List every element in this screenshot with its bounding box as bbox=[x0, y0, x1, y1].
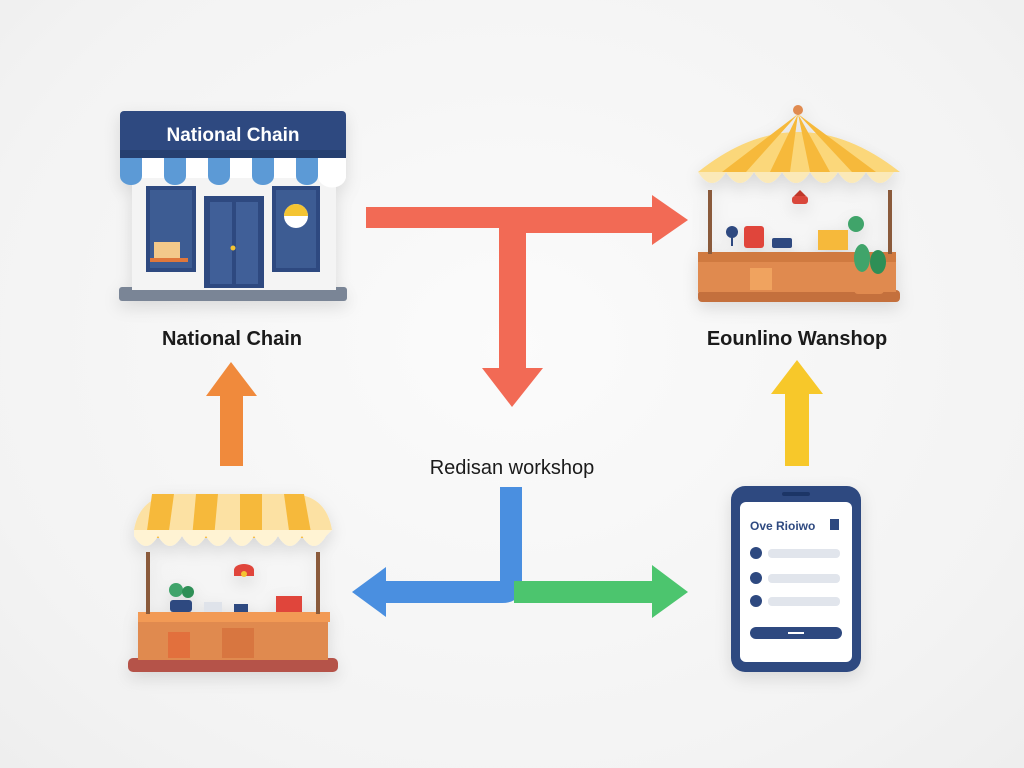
orange-up-arrow bbox=[206, 362, 257, 466]
blue-awning bbox=[120, 158, 346, 188]
app-list-row bbox=[750, 595, 840, 607]
red-split-arrow bbox=[366, 195, 688, 407]
hub-label: Redisan workshop bbox=[429, 457, 595, 479]
blue-left-arrow bbox=[352, 487, 522, 617]
market-stall-icon bbox=[698, 105, 900, 302]
yellow-up-arrow bbox=[771, 360, 823, 466]
online-shop-label: Eounlino Wanshop bbox=[706, 328, 888, 350]
store-sign-text: National Chain bbox=[166, 125, 299, 146]
green-right-arrow bbox=[514, 565, 688, 618]
storefront-icon bbox=[119, 111, 347, 301]
market-stall-icon bbox=[128, 494, 338, 672]
app-list-row bbox=[750, 572, 840, 584]
app-screen-title: Ove Rioiwo bbox=[750, 519, 815, 533]
app-list-row bbox=[750, 547, 840, 559]
phone-app-icon: Ove Rioiwo bbox=[731, 486, 861, 672]
national-chain-label: National Chain bbox=[161, 328, 303, 350]
